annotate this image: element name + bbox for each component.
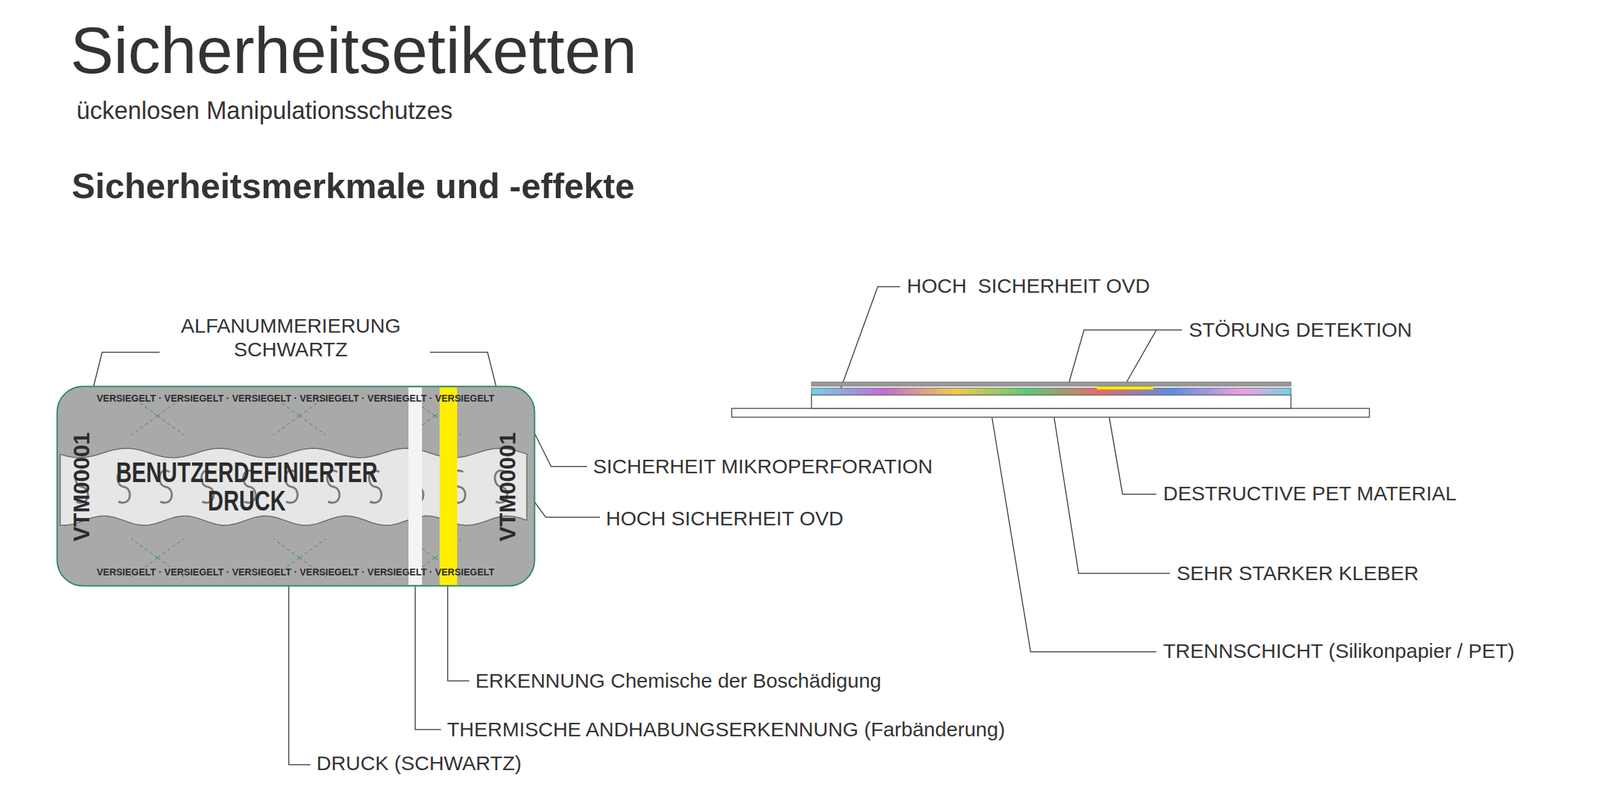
release-liner xyxy=(731,408,1370,418)
cross-section xyxy=(731,382,1370,418)
leader-line xyxy=(447,581,470,681)
security-label: VERSIEGELT · VERSIEGELT · VERSIEGELT · V… xyxy=(56,385,536,587)
callout-label: HOCH SICHERHEIT OVD xyxy=(605,507,844,531)
seal-text-row: VERSIEGELT · VERSIEGELT · VERSIEGELT · V… xyxy=(96,567,495,578)
callout-label: SICHERHEIT MIKROPERFORATION xyxy=(593,455,933,479)
ovd-layer xyxy=(811,388,1291,395)
leader-line xyxy=(415,581,441,730)
seal-text-row: VERSIEGELT · VERSIEGELT · VERSIEGELT · V… xyxy=(96,393,495,404)
subtitle: ückenlosen Manipulationsschutzes xyxy=(76,96,453,125)
thermal-stripe xyxy=(408,387,422,585)
leader-line xyxy=(1107,404,1157,495)
chemical-stripe xyxy=(439,387,458,585)
leader-line xyxy=(1052,409,1170,574)
callout-label: ERKENNUNG Chemische der Boschädigung xyxy=(475,669,882,694)
callout-label: SEHR STARKER KLEBER xyxy=(1176,561,1419,586)
page-title: Sicherheitsetiketten xyxy=(70,14,638,87)
callout-label: HOCH SICHERHEIT OVD xyxy=(906,274,1151,299)
leader-line xyxy=(288,581,311,765)
callout-label: ALFANUMMERIERUNG SCHWARTZ xyxy=(162,314,420,362)
leader-line xyxy=(1123,330,1157,387)
leader-line xyxy=(525,489,600,518)
callout-label: STÖRUNG DETEKTION xyxy=(1188,318,1413,343)
label-body xyxy=(57,386,535,587)
leader-line xyxy=(992,417,1157,652)
callout-label: TRENNSCHICHT (Silikonpapier / PET) xyxy=(1163,639,1515,664)
section-heading: Sicherheitsmerkmale und -effekte xyxy=(71,166,635,207)
leader-line xyxy=(529,423,587,467)
top-layer xyxy=(811,382,1291,387)
leader-line xyxy=(1069,330,1183,383)
serial-number: VTM00001 xyxy=(69,432,94,541)
pet-layer xyxy=(811,394,1291,409)
callout-label: DESTRUCTIVE PET MATERIAL xyxy=(1163,482,1457,506)
leader-line xyxy=(839,286,901,391)
serial-number: VTM00001 xyxy=(495,432,521,541)
callout-label: DRUCK (SCHWARTZ) xyxy=(316,751,522,776)
callout-label: THERMISCHE ANDHABUNGSERKENNUNG (Farbände… xyxy=(446,718,1005,742)
custom-print: BENUTZERDEFINIERTER DRUCK xyxy=(102,458,391,516)
